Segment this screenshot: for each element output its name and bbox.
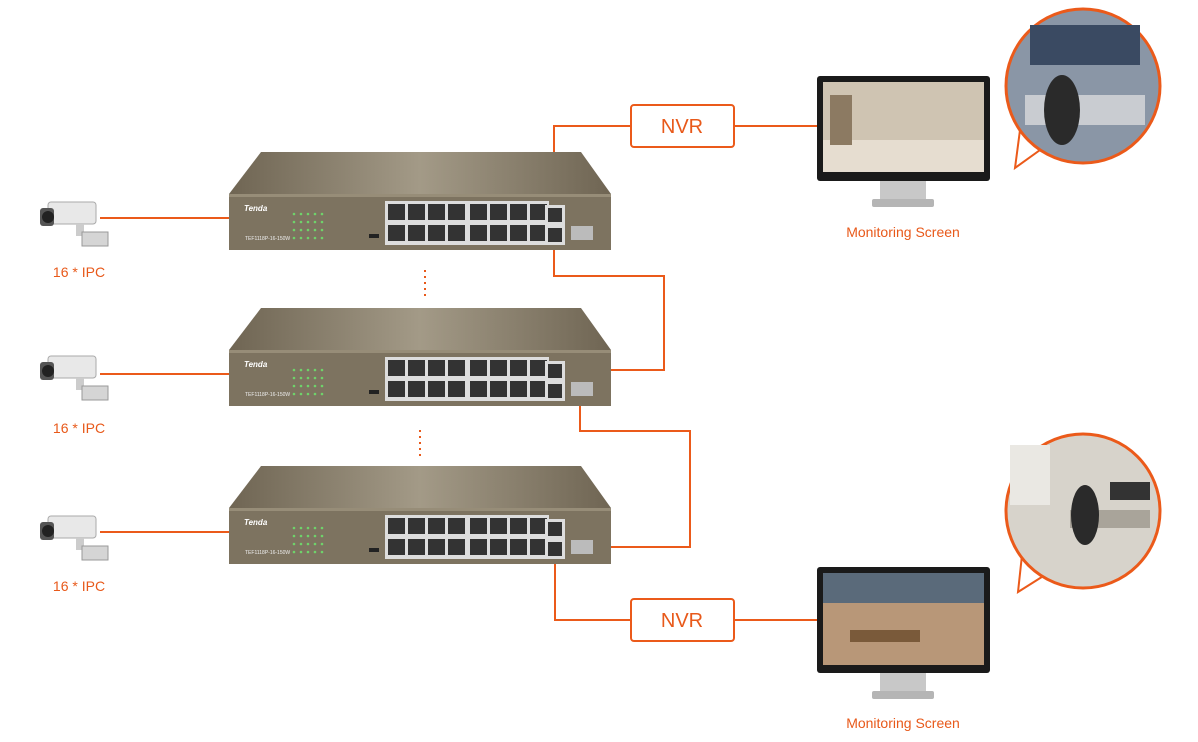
ip-camera-icon [39, 355, 109, 401]
monitor-label: Monitoring Screen [846, 715, 960, 731]
nvr-box [630, 104, 735, 148]
switch-brand: Tenda [244, 518, 268, 527]
nvr-box [630, 598, 735, 642]
monitor-icon [817, 567, 990, 699]
ip-camera-icon [39, 201, 109, 247]
camera-label: 16 * IPC [53, 420, 105, 436]
switch-model: TEF1118P-16-150W [245, 392, 290, 398]
monitor-label: Monitoring Screen [846, 224, 960, 240]
nvr-label: NVR [661, 116, 703, 138]
switch-model: TEF1118P-16-150W [245, 236, 290, 242]
control-room-bubble [1004, 7, 1162, 171]
switch-model: TEF1118P-16-150W [245, 550, 290, 556]
office-bubble [1004, 432, 1162, 594]
monitor-icon [817, 76, 990, 207]
switch-brand: Tenda [244, 360, 268, 369]
ip-camera-icon [39, 515, 109, 561]
nvr-label: NVR [661, 610, 703, 632]
camera-label: 16 * IPC [53, 578, 105, 594]
switch-brand: Tenda [244, 204, 268, 213]
camera-label: 16 * IPC [53, 264, 105, 280]
